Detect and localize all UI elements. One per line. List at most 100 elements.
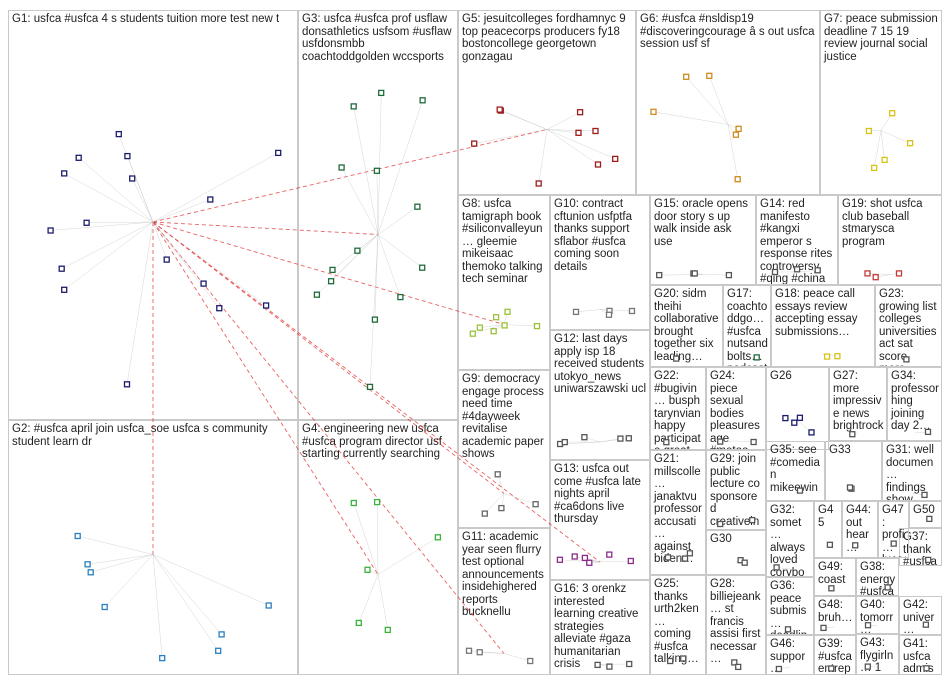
group-cell-g41: G41: usfca admis… [899, 635, 942, 675]
group-cell-g14: G14: red manifesto #kangxi emperor s res… [756, 195, 838, 285]
group-label-g14: G14: red manifesto #kangxi emperor s res… [760, 198, 836, 285]
group-cell-g17: G17: coachtoddgo… #usfca nutsandbolts… p… [723, 285, 771, 367]
group-cell-g32: G32: somet… always loved corybo… [766, 501, 814, 577]
group-cell-g43: G43: flygirln… 1 [856, 634, 899, 675]
group-label-g36: G36: peace submis… deadlin… [770, 580, 807, 634]
group-cell-g20: G20: sidm theihi collaborative brought t… [650, 285, 723, 367]
group-label-g25: G25: thanks urth2ken… coming #usfca talk… [654, 578, 699, 665]
group-label-g39: G39: #usfca entrep… [818, 638, 852, 675]
group-cell-g5: G5: jesuitcolleges fordhamnyc 9 top peac… [458, 10, 636, 195]
group-label-g41: G41: usfca admis… [903, 638, 934, 675]
group-label-g9: G9: democracy engage process need time #… [462, 373, 548, 460]
group-cell-g42: G42: univer… [899, 596, 942, 635]
group-label-g34: G34: professor hing joining day 2… [891, 370, 942, 432]
group-cell-g49: G49: coast [814, 558, 856, 596]
group-label-g45: G45 [818, 504, 834, 529]
group-label-g17: G17: coachtoddgo… #usfca nutsandbolts… p… [727, 288, 768, 366]
group-cell-g37: G37: thank #usfca… [899, 528, 942, 566]
group-label-g1: G1: usfca #usfca 4 s students tuition mo… [12, 13, 280, 25]
group-label-g30: G30 [710, 533, 732, 545]
group-label-g43: G43: flygirln… 1 [860, 637, 894, 674]
group-cell-g10: G10: contract cftunion usfptfa thanks su… [550, 195, 650, 330]
group-cell-g47: G47: profi… luca… [878, 501, 909, 558]
group-cell-g24: G24: piece sexual bodies pleasures age #… [706, 367, 766, 450]
group-cell-g2: G2: #usfca april join usfca_soe usfca s … [8, 420, 298, 675]
group-cell-g8: G8: usfca tamigraph book #siliconvalleyu… [458, 195, 550, 370]
group-cell-g30: G30 [706, 530, 766, 575]
group-label-g3: G3: usfca #usfca prof usflaw donsathleti… [302, 13, 455, 63]
group-label-g24: G24: piece sexual bodies pleasures age #… [710, 370, 760, 449]
group-label-g35: G35: see #comedian mikeewin… more… [770, 444, 820, 501]
group-label-g29: G29: join public lecture co sponsored cr… [710, 453, 760, 529]
group-label-g4: G4: engineering new usfca #usfca program… [302, 423, 446, 460]
group-label-g38: G38: energy #usfca… [860, 561, 896, 596]
group-label-g40: G40: tomorr… [860, 599, 894, 634]
group-cell-g22: G22: #bugivin… busph tarynvian happy par… [650, 367, 706, 450]
group-label-g5: G5: jesuitcolleges fordhamnyc 9 top peac… [462, 13, 629, 63]
group-cell-g6: G6: #usfca #nsldisp19 #discoveringcourag… [636, 10, 820, 195]
group-label-g7: G7: peace submission deadline 7 15 19 re… [824, 13, 941, 63]
group-label-g48: G48: bruh… [818, 599, 853, 624]
group-label-g50: G50 [913, 504, 935, 516]
group-cell-g35: G35: see #comedian mikeewin… more… [766, 441, 825, 501]
group-cell-g28: G28: billiejeank… st francis assisi firs… [706, 575, 766, 675]
group-cell-g44: G44: out hear… [842, 501, 878, 558]
group-label-g20: G20: sidm theihi collaborative brought t… [654, 288, 722, 363]
group-cell-g31: G31: well documen… findings show act… [882, 441, 942, 501]
group-label-g6: G6: #usfca #nsldisp19 #discoveringcourag… [640, 13, 818, 50]
group-label-g21: G21: millscolle… janaktvu professor accu… [654, 453, 706, 565]
group-label-g22: G22: #bugivin… busph tarynvian happy par… [654, 370, 701, 449]
group-cell-g15: G15: oracle opens door story s up walk i… [650, 195, 756, 285]
group-cell-g38: G38: energy #usfca… [856, 558, 899, 596]
group-label-g18: G18: peace call essays review accepting … [775, 288, 861, 338]
group-label-g37: G37: thank #usfca… [903, 531, 937, 566]
group-cell-g12: G12: last days apply isp 18 received stu… [550, 330, 650, 460]
group-label-g8: G8: usfca tamigraph book #siliconvalleyu… [462, 198, 546, 285]
group-label-g12: G12: last days apply isp 18 received stu… [554, 333, 648, 395]
group-label-g47: G47: profi… luca… [882, 504, 905, 557]
group-label-g2: G2: #usfca april join usfca_soe usfca s … [12, 423, 271, 448]
group-label-g19: G19: shot usfca club baseball stmarysca … [842, 198, 926, 248]
group-cell-g16: G16: 3 orenkz interested learning creati… [550, 580, 650, 675]
group-label-g32: G32: somet… always loved corybo… [770, 504, 806, 577]
group-label-g31: G31: well documen… findings show act… [886, 444, 934, 501]
group-cell-g46: G46: suppor… [766, 635, 814, 675]
group-label-g16: G16: 3 orenkz interested learning creati… [554, 583, 642, 670]
group-label-g23: G23: growing list colleges universities … [879, 288, 937, 366]
group-cell-g7: G7: peace submission deadline 7 15 19 re… [820, 10, 942, 195]
group-cell-g23: G23: growing list colleges universities … [875, 285, 942, 367]
group-label-g33: G33 [829, 444, 851, 456]
group-label-g15: G15: oracle opens door story s up walk i… [654, 198, 752, 248]
group-cell-g27: G27: more impressive news brightrock… le… [829, 367, 887, 441]
group-cell-g48: G48: bruh… [814, 596, 856, 635]
group-label-g46: G46: suppor… [770, 638, 806, 675]
group-cell-g40: G40: tomorr… [856, 596, 899, 634]
group-cell-g36: G36: peace submis… deadlin… [766, 577, 814, 635]
group-cell-g21: G21: millscolle… janaktvu professor accu… [650, 450, 706, 575]
group-cell-g11: G11: academic year seen flurry test opti… [458, 528, 550, 675]
group-cell-g50: G50 [909, 501, 942, 528]
group-cell-g33: G33 [825, 441, 882, 501]
group-label-g13: G13: usfca out come #usfca late nights a… [554, 463, 645, 525]
group-cell-g34: G34: professor hing joining day 2… [887, 367, 942, 441]
group-cell-g39: G39: #usfca entrep… [814, 635, 856, 675]
group-cell-g25: G25: thanks urth2ken… coming #usfca talk… [650, 575, 706, 675]
group-cell-g19: G19: shot usfca club baseball stmarysca … [838, 195, 942, 285]
group-cell-g3: G3: usfca #usfca prof usflaw donsathleti… [298, 10, 458, 420]
group-cell-g18: G18: peace call essays review accepting … [771, 285, 875, 367]
group-cell-g1: G1: usfca #usfca 4 s students tuition mo… [8, 10, 298, 420]
group-label-g10: G10: contract cftunion usfptfa thanks su… [554, 198, 636, 273]
group-label-g28: G28: billiejeank… st francis assisi firs… [710, 578, 764, 665]
group-label-g42: G42: univer… [903, 599, 935, 635]
group-cell-g26: G26 [766, 367, 829, 450]
group-cell-g29: G29: join public lecture co sponsored cr… [706, 450, 766, 530]
group-label-g44: G44: out hear… [846, 504, 875, 554]
group-label-g49: G49: coast [818, 561, 847, 586]
group-cell-g45: G45 [814, 501, 842, 558]
group-label-g11: G11: academic year seen flurry test opti… [462, 531, 548, 618]
group-label-g27: G27: more impressive news brightrock… le… [833, 370, 884, 441]
group-cell-g13: G13: usfca out come #usfca late nights a… [550, 460, 650, 580]
group-cell-g4: G4: engineering new usfca #usfca program… [298, 420, 458, 675]
group-cell-g9: G9: democracy engage process need time #… [458, 370, 550, 528]
